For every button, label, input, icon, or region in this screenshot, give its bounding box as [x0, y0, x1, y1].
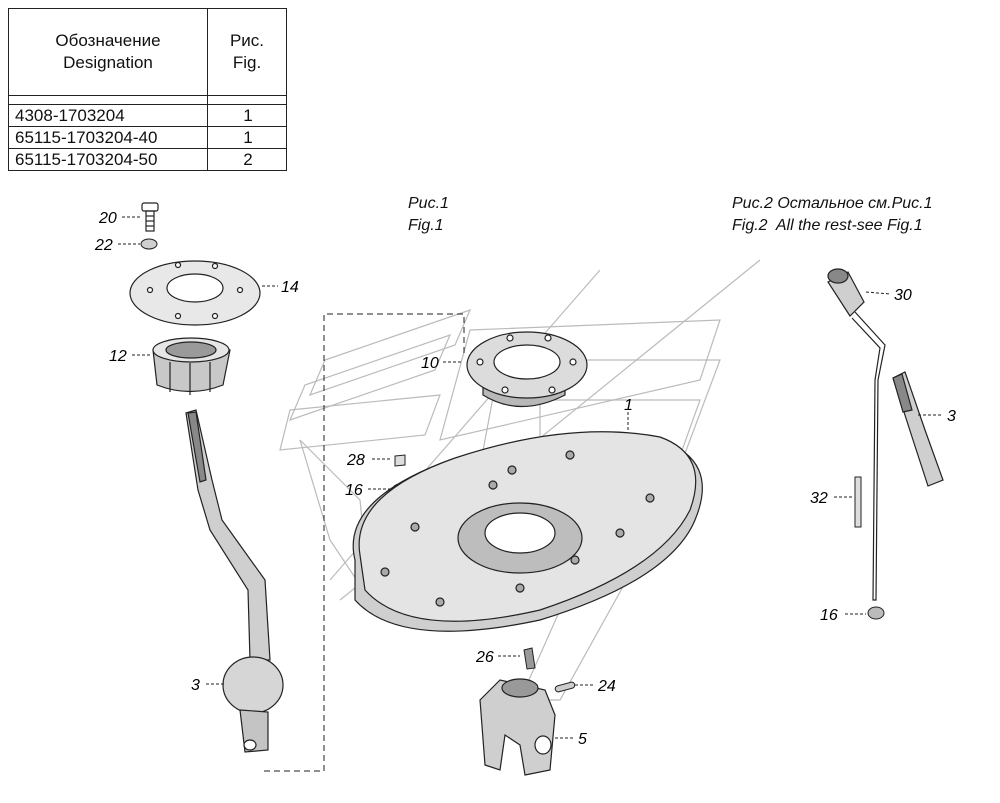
fig1-caption-en: Fig.1	[408, 217, 444, 234]
callout-10: 10	[421, 355, 439, 372]
pin-32	[854, 476, 862, 528]
washer-22	[140, 238, 158, 250]
callout-30: 30	[894, 287, 912, 304]
fig2-caption-en: Fig.2 All the rest-see Fig.1	[732, 217, 923, 234]
designation-cell: 65115-1703204-50	[8, 148, 208, 171]
callout-24: 24	[597, 678, 616, 695]
key-26	[523, 647, 536, 670]
callout-1: 1	[624, 397, 633, 414]
shift-lever-3	[185, 409, 284, 753]
fig-header: Рис. Fig.	[207, 8, 287, 96]
lever-3b	[892, 371, 944, 487]
washer-16b	[867, 606, 885, 620]
callout-12: 12	[109, 348, 127, 365]
callout-20: 20	[98, 210, 117, 227]
callout-3: 3	[191, 677, 200, 694]
flange-10	[466, 331, 588, 408]
fig1-group-bracket	[264, 313, 465, 772]
fig1-caption-ru: Рис.1	[408, 195, 449, 212]
fig-header-ru: Рис.	[229, 31, 265, 50]
shift-rod-30	[827, 268, 886, 601]
callout-16: 16	[345, 482, 363, 499]
bolt-20	[141, 202, 159, 232]
callout-32: 32	[810, 490, 828, 507]
callout-3b: 3	[947, 408, 956, 425]
designation-header: Обозначение Designation	[8, 8, 208, 96]
pin-28	[394, 454, 406, 467]
callout-28: 28	[346, 452, 365, 469]
fig2-caption: Рис.2 Остальное см.Рис.1 Fig.2 All the r…	[732, 193, 932, 237]
flange-14	[129, 260, 261, 326]
fig-cell: 2	[207, 148, 287, 171]
cover-plate-1	[352, 431, 703, 632]
callout-14: 14	[281, 279, 299, 296]
leader-lines	[118, 216, 943, 739]
fig1-caption: Рис.1 Fig.1	[408, 193, 449, 237]
designation-table: Обозначение Designation Рис. Fig. 4308-1…	[8, 8, 287, 171]
designation-header-ru: Обозначение	[55, 31, 161, 50]
callout-16b: 16	[820, 607, 838, 624]
designation-header-en: Designation	[63, 53, 153, 72]
fork-5	[479, 678, 556, 776]
fig2-caption-ru: Рис.2 Остальное см.Рис.1	[732, 195, 933, 212]
bushing-12	[152, 337, 231, 395]
pin-24	[554, 681, 576, 693]
fig-header-en: Fig.	[232, 53, 262, 72]
callout-26: 26	[475, 649, 494, 666]
callout-numbers: 20 22 14 12 10 28 16 1 3 26 24 5 30 3 32…	[94, 210, 956, 748]
callout-22: 22	[94, 237, 113, 254]
table-row: 65115-1703204-50 2	[8, 148, 287, 171]
callout-5: 5	[578, 731, 587, 748]
